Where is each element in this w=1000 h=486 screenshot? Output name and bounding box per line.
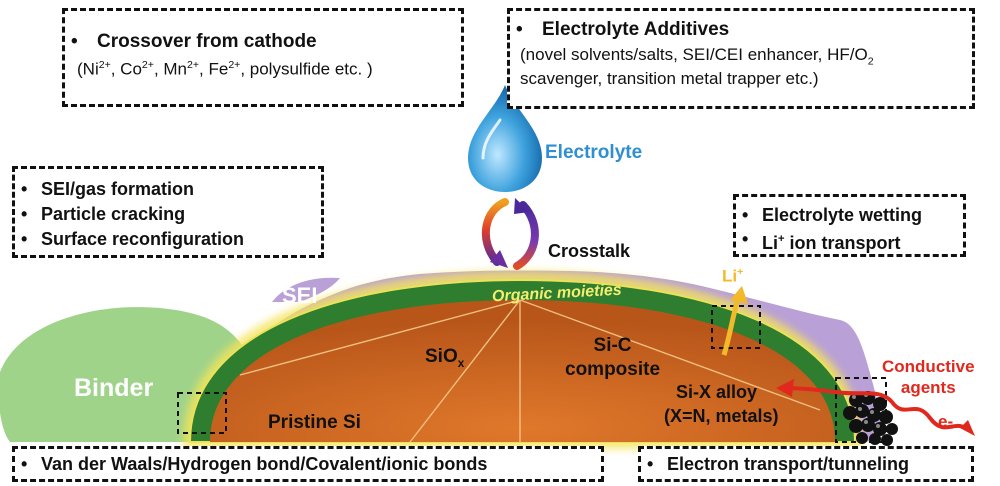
li-arrow [721, 297, 741, 356]
electrolyte-label: Electrolyte [545, 142, 643, 163]
binder-label: Binder [74, 374, 154, 402]
crosstalk-label: Crosstalk [548, 241, 631, 261]
domain-dividers [239, 299, 821, 443]
electron-label: e- [938, 412, 954, 431]
particle-core [210, 300, 835, 442]
additives-line1: (novel solvents/salts, SEI/CEI enhancer,… [520, 45, 874, 68]
sic-label: Si-C composite [565, 335, 661, 380]
pristine-si-label: Pristine Si [268, 412, 361, 433]
additives-line2: scavenger, transition metal trapper etc.… [520, 69, 819, 89]
crosstalk-cycle-icon [481, 198, 509, 266]
sei-issue-item: Surface reconfiguration [15, 227, 321, 252]
crossover-title: Crossover from cathode [65, 31, 461, 53]
siox-label: SiOx [425, 346, 465, 370]
sei-issues-box: SEI/gas formation Particle cracking Surf… [12, 166, 324, 258]
electron-path-arrow [781, 386, 970, 432]
li-transport-item: Li+ ion transport [736, 227, 963, 255]
bonds-item: Van der Waals/Hydrogen bond/Covalent/ion… [15, 454, 601, 475]
binder-blob [0, 307, 245, 442]
sei-issue-item: Particle cracking [15, 202, 321, 227]
sei-left-tail [272, 277, 340, 302]
wetting-box: Electrolyte wetting Li+ ion transport [733, 194, 966, 257]
conductive-agents-label: Conductive agents [882, 357, 975, 397]
zoom-box-binder [177, 392, 227, 434]
additives-box: Electrolyte Additives (novel solvents/sa… [507, 8, 975, 109]
crossover-box: Crossover from cathode (Ni2+, Co2+, Mn2+… [62, 8, 464, 107]
wetting-item: Electrolyte wetting [736, 203, 963, 227]
electron-item: Electron transport/tunneling [641, 454, 971, 475]
bonds-box: Van der Waals/Hydrogen bond/Covalent/ion… [12, 446, 604, 482]
si-x-alloy-label: Si-X alloy (X=N, metals) [664, 382, 779, 426]
li-label: Li+ [722, 266, 744, 286]
crossover-detail: (Ni2+, Co2+, Mn2+, Fe2+, polysulfide etc… [77, 59, 373, 79]
electron-arrowhead [776, 379, 794, 397]
sei-label: SEI [282, 283, 318, 308]
sei-issue-item: SEI/gas formation [15, 177, 321, 202]
additives-title: Electrolyte Additives [510, 19, 972, 41]
electron-box: Electron transport/tunneling [638, 446, 974, 482]
electrolyte-drop-icon [468, 85, 542, 192]
